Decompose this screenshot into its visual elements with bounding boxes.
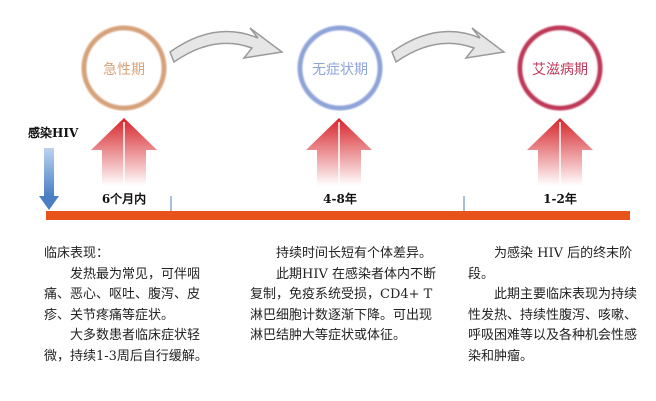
description-acute-p1: 发热最为常见，可伴咽痛、恶心、呕吐、腹泻、皮疹、关节疼痛等症状。 xyxy=(44,266,201,323)
up-arrow-acute xyxy=(91,118,157,186)
duration-asymptomatic: 4-8年 xyxy=(323,192,357,206)
description-aids-p1: 为感染 HIV 后的终末阶段。 xyxy=(468,246,633,282)
description-aids-p2: 此期主要临床表现为持续性发热、持续性腹泻、咳嗽、呼吸困难等以及各种机会性感染和肿… xyxy=(468,287,638,364)
stage-circle-asymptomatic xyxy=(297,25,383,111)
description-acute: 临床表现： 发热最为常见，可伴咽痛、恶心、呕吐、腹泻、皮疹、关节疼痛等症状。 大… xyxy=(44,244,216,367)
stage-circle-aids xyxy=(517,25,603,111)
description-acute-p2: 大多数患者临床症状轻微，持续1-3周后自行缓解。 xyxy=(44,328,208,364)
description-asymptomatic-p2: 此期HIV 在感染者体内不断复制，免疫系统受损，CD4+ T淋巴细胞计数逐渐下降… xyxy=(250,266,436,344)
curved-arrow-2 xyxy=(391,27,506,64)
up-arrow-asymptomatic xyxy=(306,118,372,186)
stage-name-acute: 急性期 xyxy=(103,62,145,78)
description-asymptomatic-p1: 持续时间长短有个体差异。 xyxy=(276,246,433,261)
description-aids: 为感染 HIV 后的终末阶段。 此期主要临床表现为持续性发热、持续性腹泻、咳嗽、… xyxy=(468,244,640,367)
infection-label: 感染HIV xyxy=(28,126,79,140)
duration-aids: 1-2年 xyxy=(543,192,577,206)
stage-name-aids: 艾滋病期 xyxy=(532,62,588,78)
timeline-bar xyxy=(46,211,630,220)
description-acute-heading: 临床表现： xyxy=(44,246,110,261)
duration-acute: 6个月内 xyxy=(101,192,147,206)
stage-circle-acute xyxy=(81,25,167,111)
stage-name-asymptomatic: 无症状期 xyxy=(312,62,368,78)
down-arrow-icon xyxy=(39,148,59,210)
curved-arrow-1 xyxy=(169,27,284,64)
up-arrow-aids xyxy=(527,118,593,186)
description-asymptomatic: 持续时间长短有个体差异。 此期HIV 在感染者体内不断复制，免疫系统受损，CD4… xyxy=(250,244,436,347)
